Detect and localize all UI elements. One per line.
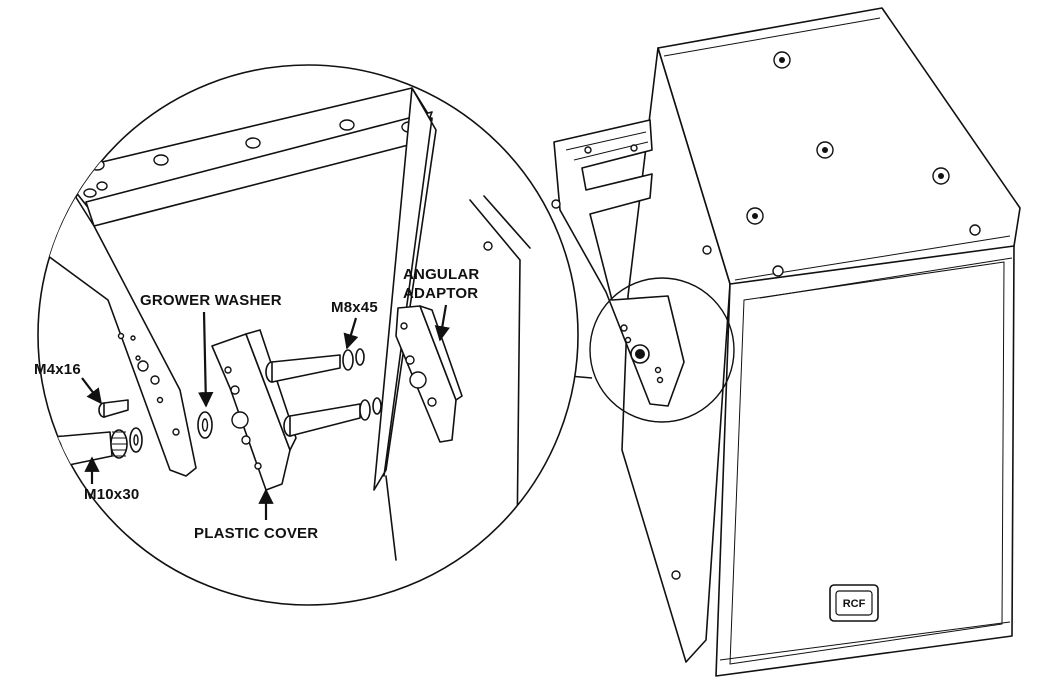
arrow-m4x16 <box>81 377 102 405</box>
label-m4x16: M4x16 <box>34 361 81 378</box>
label-angular-adaptor-1: ANGULAR <box>403 266 479 283</box>
angular-adaptor <box>395 305 463 443</box>
bracket-knob <box>620 324 664 384</box>
label-plastic-cover: PLASTIC COVER <box>194 525 318 542</box>
u-bracket <box>553 119 685 407</box>
label-m10x30: M10x30 <box>84 486 139 503</box>
m8x45-bolt-lower <box>283 403 361 437</box>
flat-washer <box>129 427 143 453</box>
plastic-cover <box>211 329 297 491</box>
cabinet-front-face <box>715 245 1015 677</box>
label-m8x45: M8x45 <box>331 299 378 316</box>
rcf-logo: RCF <box>829 584 879 622</box>
label-grower-washer: GROWER WASHER <box>140 292 282 309</box>
arrow-grower-washer <box>198 311 214 408</box>
detail-view: M4x16 GROWER WASHER M8x45 ANGULAR ADAPTO… <box>34 64 579 606</box>
top-screw <box>969 224 981 236</box>
top-screw <box>746 207 764 225</box>
label-angular-adaptor-2: ADAPTOR <box>403 285 478 302</box>
top-screw <box>773 51 791 69</box>
m8-washers-upper <box>342 348 365 371</box>
speaker-cabinet: RCF <box>551 7 1021 677</box>
detail-callout-circle <box>589 277 735 423</box>
m8-washers-lower <box>359 397 382 421</box>
serrated-washer <box>110 429 128 459</box>
m8x45-bolt-upper <box>265 354 341 383</box>
m4x16-bolt <box>98 399 129 418</box>
svg-text:RCF: RCF <box>843 598 866 610</box>
top-screw <box>816 141 834 159</box>
arrow-angular-adaptor <box>434 304 450 342</box>
top-screw <box>772 265 784 277</box>
grower-washer <box>197 411 213 439</box>
top-screw <box>932 167 950 185</box>
arrow-m8x45 <box>343 317 359 350</box>
